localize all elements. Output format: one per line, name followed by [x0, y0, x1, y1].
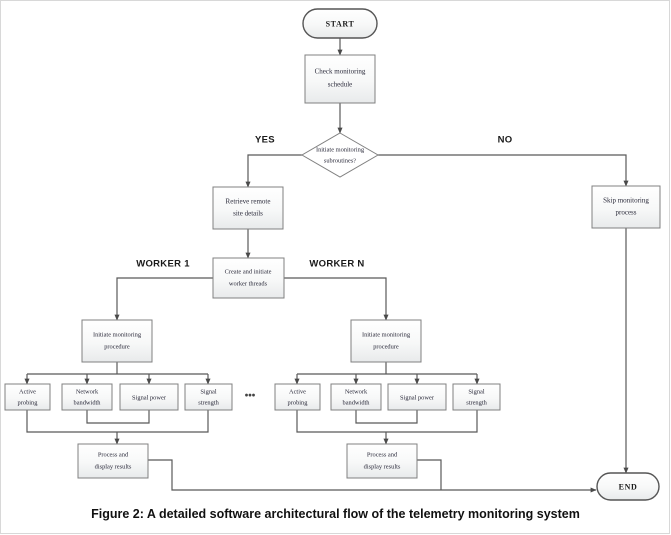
node-workern-task-active-probing[interactable]: Active probing — [274, 383, 321, 411]
worker-group-ellipsis: ••• — [245, 391, 256, 402]
decision-label-line2: subroutines? — [324, 157, 356, 164]
worker1-results-label-line2: display results — [95, 463, 132, 470]
worker1-task-4-label-line2: strength — [198, 399, 219, 406]
retrieve-site-shape — [212, 186, 284, 230]
workern-initiate-label-line1: Initiate monitoring — [362, 331, 411, 338]
workern-task-2-label-line2: bandwidth — [343, 399, 371, 406]
figure-caption: Figure 2: A detailed software architectu… — [91, 507, 580, 521]
node-workern-task-signal-strength[interactable]: Signal strength — [452, 383, 501, 411]
skip-process-shape — [591, 185, 661, 229]
node-worker1-task-network-bandwidth[interactable]: Network bandwidth — [61, 383, 113, 411]
worker1-task-1-label-line1: Active — [19, 388, 36, 395]
edge-worker1-merge-1 — [26, 410, 209, 433]
workern-task-4-label-line1: Signal — [468, 388, 485, 395]
skip-process-label-line2: process — [616, 209, 637, 217]
workern-results-label-line1: Process and — [367, 451, 398, 458]
worker1-task-4-shape — [184, 383, 233, 411]
node-worker1-task-signal-strength[interactable]: Signal strength — [184, 383, 233, 411]
worker1-task-2-label-line1: Network — [76, 388, 99, 395]
worker1-task-1-label-line2: probing — [18, 399, 39, 406]
start-shape — [302, 8, 378, 39]
branch-label-no: NO — [498, 135, 513, 146]
edge-create-to-workern — [284, 277, 389, 321]
node-worker1-process-display-results[interactable]: Process and display results — [77, 443, 149, 479]
workern-task-4-label-line2: strength — [466, 399, 487, 406]
edge-worker1-merge-2 — [86, 410, 150, 424]
node-worker1-initiate-procedure[interactable]: Initiate monitoring procedure — [81, 319, 153, 363]
node-workern-initiate-procedure[interactable]: Initiate monitoring procedure — [350, 319, 422, 363]
node-check-monitoring-schedule[interactable]: Check monitoring schedule — [304, 54, 376, 104]
node-workern-process-display-results[interactable]: Process and display results — [346, 443, 418, 479]
workern-task-1-label-line1: Active — [289, 388, 306, 395]
node-start[interactable]: START — [302, 8, 378, 39]
end-shape — [596, 472, 660, 501]
edge-workern-merge-1 — [296, 410, 478, 433]
check-schedule-shape — [304, 54, 376, 104]
edges-layer — [24, 38, 629, 493]
edge-create-to-worker1 — [114, 277, 213, 321]
skip-process-label-line1: Skip monitoring — [603, 197, 649, 205]
edge-workern-results-to-end — [417, 459, 442, 490]
worker1-task-2-label-line2: bandwidth — [74, 399, 102, 406]
workern-initiate-shape — [350, 319, 422, 363]
start-label: START — [326, 19, 355, 28]
node-end[interactable]: END — [596, 472, 660, 501]
worker1-task-1-shape — [4, 383, 51, 411]
retrieve-site-label-line1: Retrieve remote — [226, 198, 271, 206]
workern-task-2-shape — [330, 383, 382, 411]
workern-results-label-line2: display results — [364, 463, 401, 470]
workern-task-3-shape — [387, 383, 447, 411]
workern-results-shape — [346, 443, 418, 479]
branch-label-yes: YES — [255, 135, 275, 146]
workern-initiate-label-line2: procedure — [373, 343, 399, 350]
check-schedule-label-line2: schedule — [328, 81, 353, 89]
worker1-task-3-label-line1: Signal power — [132, 394, 167, 401]
worker1-initiate-label-line2: procedure — [104, 343, 130, 350]
edge-workern-merge-2 — [355, 410, 418, 424]
workern-task-2-label-line1: Network — [345, 388, 368, 395]
retrieve-site-label-line2: site details — [233, 210, 263, 218]
node-workern-task-signal-power[interactable]: Signal power — [387, 383, 447, 411]
node-create-worker-threads[interactable]: Create and initiate worker threads — [212, 257, 285, 299]
worker1-task-2-shape — [61, 383, 113, 411]
workern-task-4-shape — [452, 383, 501, 411]
create-threads-shape — [212, 257, 285, 299]
node-skip-monitoring-process[interactable]: Skip monitoring process — [591, 185, 661, 229]
node-worker1-task-active-probing[interactable]: Active probing — [4, 383, 51, 411]
node-retrieve-remote-site-details[interactable]: Retrieve remote site details — [212, 186, 284, 230]
branch-label-workern: WORKER N — [309, 259, 364, 270]
edge-decision-no — [378, 154, 629, 187]
workern-task-1-label-line2: probing — [288, 399, 309, 406]
create-threads-label-line2: worker threads — [229, 280, 268, 287]
workern-task-1-shape — [274, 383, 321, 411]
worker1-task-3-shape — [119, 383, 179, 411]
edge-worker1-results-to-end — [148, 459, 597, 493]
decision-shape — [301, 132, 379, 178]
worker1-results-label-line1: Process and — [98, 451, 129, 458]
node-workern-task-network-bandwidth[interactable]: Network bandwidth — [330, 383, 382, 411]
worker1-initiate-shape — [81, 319, 153, 363]
edge-decision-yes — [245, 154, 302, 188]
end-label: END — [619, 482, 638, 491]
check-schedule-label-line1: Check monitoring — [315, 68, 366, 76]
branch-label-worker1: WORKER 1 — [136, 259, 190, 270]
worker1-initiate-label-line1: Initiate monitoring — [93, 331, 142, 338]
node-worker1-task-signal-power[interactable]: Signal power — [119, 383, 179, 411]
workern-task-3-label-line1: Signal power — [400, 394, 435, 401]
worker1-results-shape — [77, 443, 149, 479]
create-threads-label-line1: Create and initiate — [225, 268, 272, 275]
node-decision-initiate-monitoring[interactable]: Initiate monitoring subroutines? — [301, 132, 379, 178]
decision-label-line1: Initiate monitoring — [316, 146, 365, 153]
worker1-task-4-label-line1: Signal — [200, 388, 217, 395]
